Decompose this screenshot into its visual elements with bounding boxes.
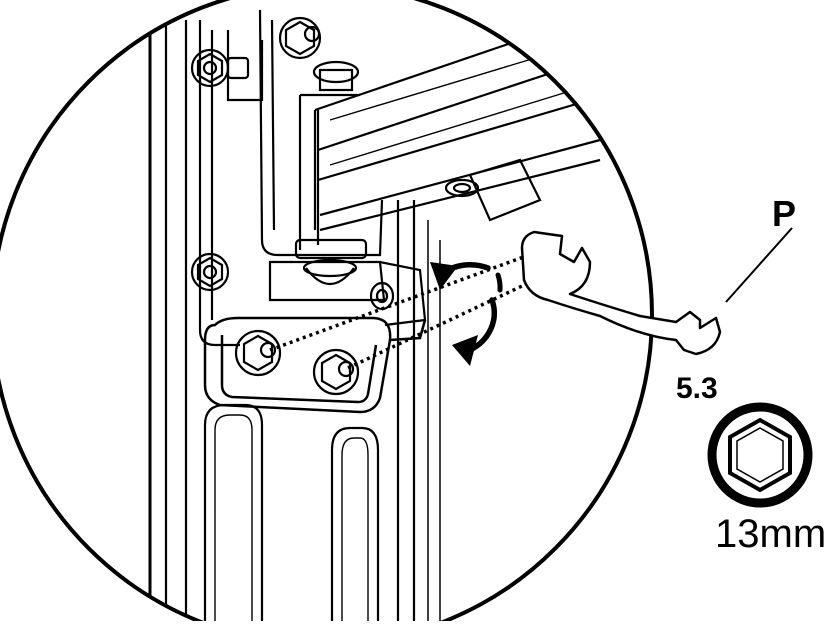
step-number: 5.3: [676, 372, 718, 405]
mounting-plate: [203, 316, 427, 414]
rotation-arrow-heads: [430, 262, 478, 366]
part-label: P: [772, 193, 797, 234]
detail-circle: [0, 0, 654, 626]
bolt-guide-lines: [269, 246, 557, 370]
hex-nut-icon: [190, 16, 395, 396]
open-end-wrench-icon: [520, 230, 722, 356]
part-leader-line: [725, 227, 793, 303]
hex-socket-icon: [707, 402, 813, 508]
upper-bracket: [258, 9, 384, 257]
frame-column: [148, 20, 441, 626]
cross-beam: [313, 38, 601, 232]
tool-size-label: 13mm: [715, 512, 827, 556]
